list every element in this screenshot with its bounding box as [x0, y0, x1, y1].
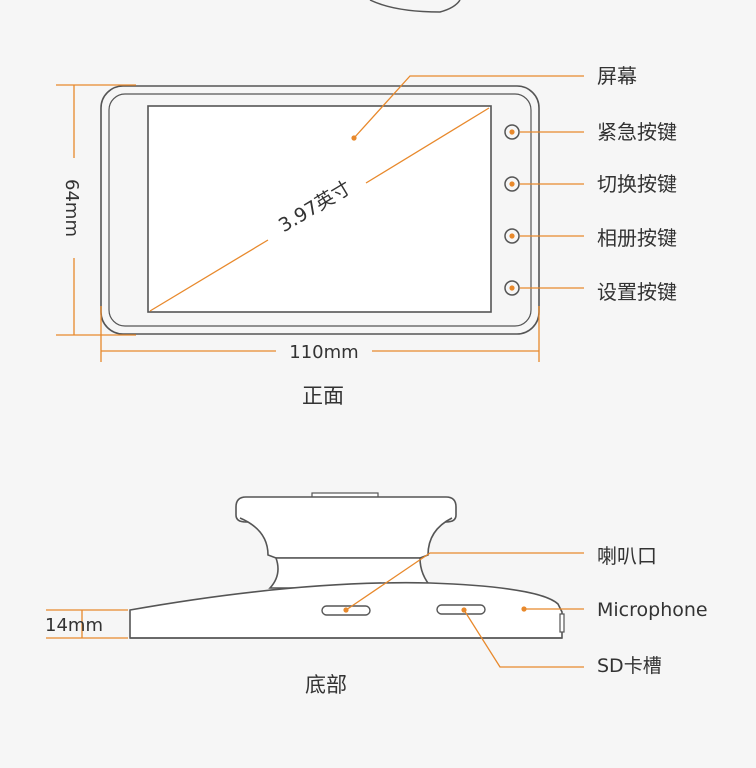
height-dimension: [56, 84, 136, 336]
width-dimension: [100, 306, 540, 362]
emergency-callout-label: 紧急按键: [597, 120, 677, 144]
album-button: [504, 228, 520, 244]
side-connector: [559, 613, 565, 633]
switch-callout-label: 切换按键: [597, 172, 677, 196]
height-label: 64mm: [61, 179, 82, 237]
mount-cone: [239, 517, 453, 559]
switch-button: [504, 176, 520, 192]
front-view: 3.97英寸 屏幕 紧急按键 切换按键 相册按键 设置按键: [56, 64, 677, 408]
settings-button: [504, 280, 520, 296]
diagonal-line-a: [149, 239, 269, 312]
screen-callout-label: 屏幕: [597, 64, 637, 88]
speaker-callout-label: 喇叭口: [597, 544, 657, 568]
settings-callout-label: 设置按键: [597, 280, 677, 304]
device-body-outer: [100, 85, 540, 335]
speaker-callout-line: [345, 552, 584, 611]
emergency-button: [504, 124, 520, 140]
width-label: 110mm: [289, 342, 358, 363]
front-view-title: 正面: [302, 384, 344, 408]
device-body-inner: [108, 93, 532, 327]
thickness-dimension: [46, 609, 128, 639]
album-callout-label: 相册按键: [597, 226, 677, 250]
thickness-label: 14mm: [45, 615, 103, 636]
diagonal-line-b: [365, 107, 490, 184]
sdcard-callout-line: [463, 609, 584, 668]
sdcard-slot: [436, 604, 486, 615]
microphone-callout-label: Microphone: [597, 599, 708, 621]
top-device-fragment: [369, 0, 461, 13]
bottom-view: 喇叭口 Microphone SD卡槽 14mm 底部: [45, 492, 708, 697]
screen-callout-line: [353, 75, 584, 139]
sdcard-callout-label: SD卡槽: [597, 655, 662, 677]
bottom-view-title: 底部: [305, 673, 347, 697]
